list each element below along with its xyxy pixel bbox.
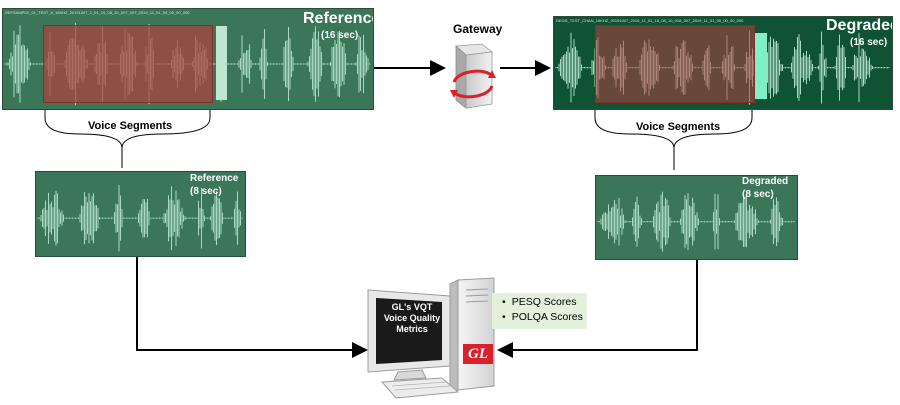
degraded-full-duration: (16 sec)	[850, 37, 888, 48]
reference-end-marker	[216, 26, 227, 100]
reference-segment-waveform: Reference (8 sec)	[35, 171, 246, 257]
monitor-text: GL's VQT Voice Quality Metrics	[383, 302, 441, 335]
waveform-trace	[597, 191, 795, 252]
degraded-segment-waveform: Degraded (8 sec)	[595, 175, 798, 260]
polqa-scores-item: POLQA Scores	[502, 310, 587, 325]
reference-segment-duration: (8 sec)	[190, 186, 222, 197]
brace-degraded-segments	[594, 103, 753, 170]
reference-segment-title: Reference	[190, 173, 239, 184]
brace-reference-segments	[44, 103, 211, 168]
reference-file-ticker: REFSAMPLE_01_TEST_8_16KHZ_20191007_1_01_…	[5, 10, 190, 15]
waveform-trace	[37, 185, 243, 252]
gl-logo: GL	[463, 344, 493, 364]
voice-segments-label-left: Voice Segments	[88, 120, 173, 132]
monitor-line-2: Voice Quality	[383, 313, 441, 323]
arrow-reference-segment-to-computer	[136, 257, 368, 358]
reference-full-title: Reference	[303, 10, 374, 27]
arrow-degraded-segment-to-computer	[497, 260, 698, 358]
degraded-file-ticker: DEGR_TEST_CHAN_16KHZ_20191007_2019_11_01…	[556, 18, 744, 23]
pesq-scores-item: PESQ Scores	[502, 295, 587, 310]
gateway-label: Gateway	[453, 22, 503, 36]
reference-segment-signal	[37, 185, 243, 252]
computer-icon	[367, 277, 495, 399]
degraded-segment-duration: (8 sec)	[742, 189, 774, 200]
degraded-segment-title: Degraded	[742, 176, 789, 187]
scores-box: PESQ Scores POLQA Scores	[492, 293, 587, 329]
degraded-full-waveform: DEGR_TEST_CHAN_16KHZ_20191007_2019_11_01…	[553, 16, 893, 110]
reference-full-waveform: REFSAMPLE_01_TEST_8_16KHZ_20191007_1_01_…	[2, 8, 374, 110]
monitor-line-1: GL's VQT	[391, 302, 433, 312]
reference-segment-highlight	[43, 25, 213, 103]
degraded-segment-signal	[597, 191, 795, 252]
voice-segments-label-right: Voice Segments	[636, 121, 721, 133]
monitor-line-3: Metrics	[396, 324, 428, 334]
degraded-end-marker	[755, 33, 767, 99]
reference-full-duration: (16 sec)	[321, 30, 359, 41]
degraded-segment-highlight	[595, 25, 755, 103]
degraded-full-title: Degraded	[826, 17, 893, 34]
gateway-server-icon	[450, 43, 496, 109]
